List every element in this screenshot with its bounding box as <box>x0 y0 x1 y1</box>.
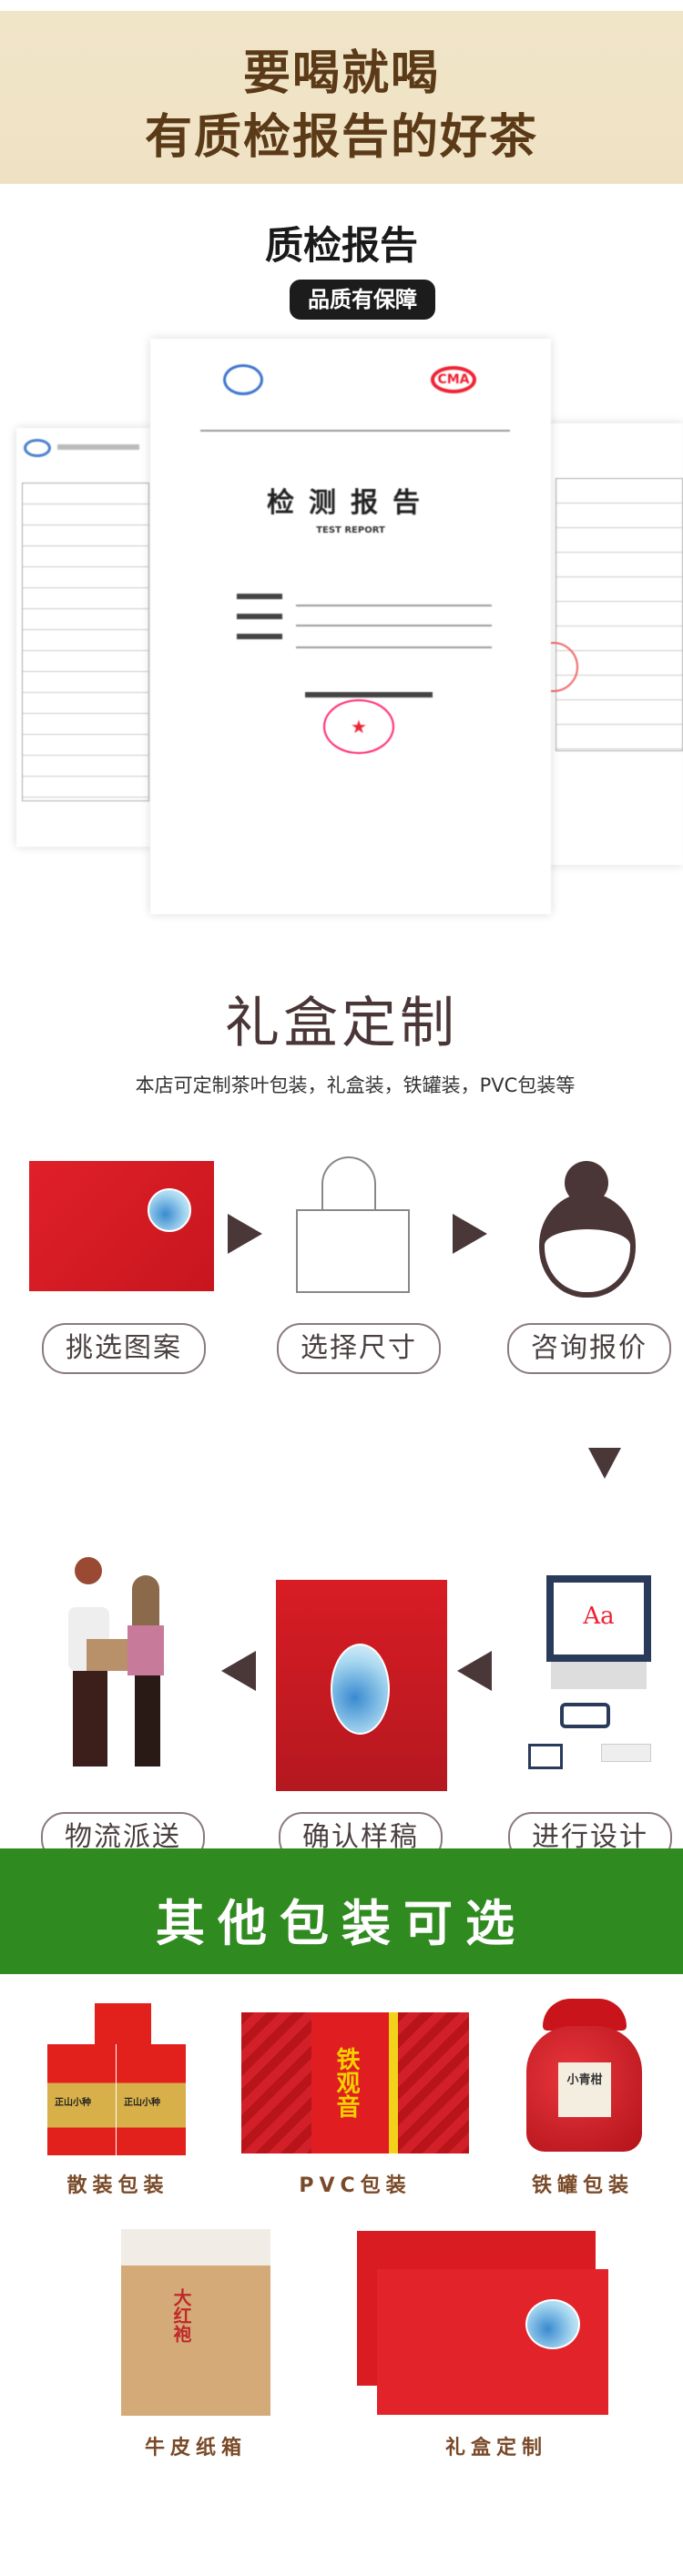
label-kraft: 牛皮纸箱 <box>144 2437 247 2459</box>
arrow-left-icon <box>221 1651 256 1691</box>
doc-title: 检测报告 <box>267 487 434 519</box>
label-pvc: PVC包装 <box>299 2174 412 2197</box>
label-bulk: 散装包装 <box>66 2174 169 2197</box>
pvc-print: 铁观音 <box>332 2047 360 2118</box>
bulk-pack-image: 正山小种 正山小种 <box>47 2003 189 2156</box>
doc-subtitle: TEST REPORT <box>316 525 385 535</box>
tin-can-image: 小青柑 <box>526 1999 642 2152</box>
can-print: 小青柑 <box>558 2062 611 2117</box>
logo-icon <box>24 439 51 457</box>
step-choose-size: 选择尺寸 <box>277 1323 441 1374</box>
report-title: 质检报告 <box>264 223 418 268</box>
seal-star-icon: ★ <box>323 699 394 754</box>
gift-bag-sample-image <box>276 1580 447 1791</box>
other-packaging-banner <box>0 1848 683 1974</box>
kraft-box-image: 大红袍 <box>121 2229 270 2416</box>
gift-box-image <box>29 1161 214 1291</box>
step-inquire-price: 咨询报价 <box>507 1323 671 1374</box>
arrow-left-icon <box>457 1651 492 1691</box>
report-doc-left <box>16 428 153 847</box>
gift-subtitle: 本店可定制茶叶包装，礼盒装，铁罐装，PVC包装等 <box>135 1074 576 1096</box>
report-doc-right <box>528 423 683 865</box>
banner-line-1: 要喝就喝 <box>242 46 440 101</box>
label-gift-box: 礼盒定制 <box>444 2437 547 2459</box>
banner-line-2: 有质检报告的好茶 <box>144 109 538 165</box>
top-banner <box>0 11 683 184</box>
delivery-people-icon <box>64 1557 173 1794</box>
step-choose-pattern: 挑选图案 <box>42 1323 206 1374</box>
kraft-print: 大红袍 <box>170 2288 192 2343</box>
cma-logo-icon: CMA <box>431 366 476 393</box>
label-tin: 铁罐包装 <box>531 2174 634 2197</box>
customer-service-icon <box>528 1161 647 1298</box>
quality-badge: 品质有保障 <box>290 280 435 320</box>
cnas-logo-icon <box>223 364 263 395</box>
step-confirm-sample: 确认样稿 <box>279 1812 443 1863</box>
arrow-right-icon <box>453 1214 487 1254</box>
gift-title: 礼盒定制 <box>225 992 458 1055</box>
paper-bag-icon <box>296 1156 410 1293</box>
other-packaging-title: 其他包装可选 <box>156 1894 527 1952</box>
bag-print: 正山小种 <box>124 2098 160 2108</box>
report-doc-main: CMA 检测报告 TEST REPORT ★ <box>150 339 551 914</box>
arrow-right-icon <box>228 1214 262 1254</box>
arrow-down-icon <box>588 1448 621 1479</box>
screen-text: Aa <box>554 1583 644 1655</box>
gift-box-set-image <box>357 2231 608 2416</box>
bag-print: 正山小种 <box>55 2098 91 2108</box>
design-computer-icon: Aa <box>524 1575 656 1785</box>
pvc-box-image: 铁观音 <box>241 2012 469 2153</box>
